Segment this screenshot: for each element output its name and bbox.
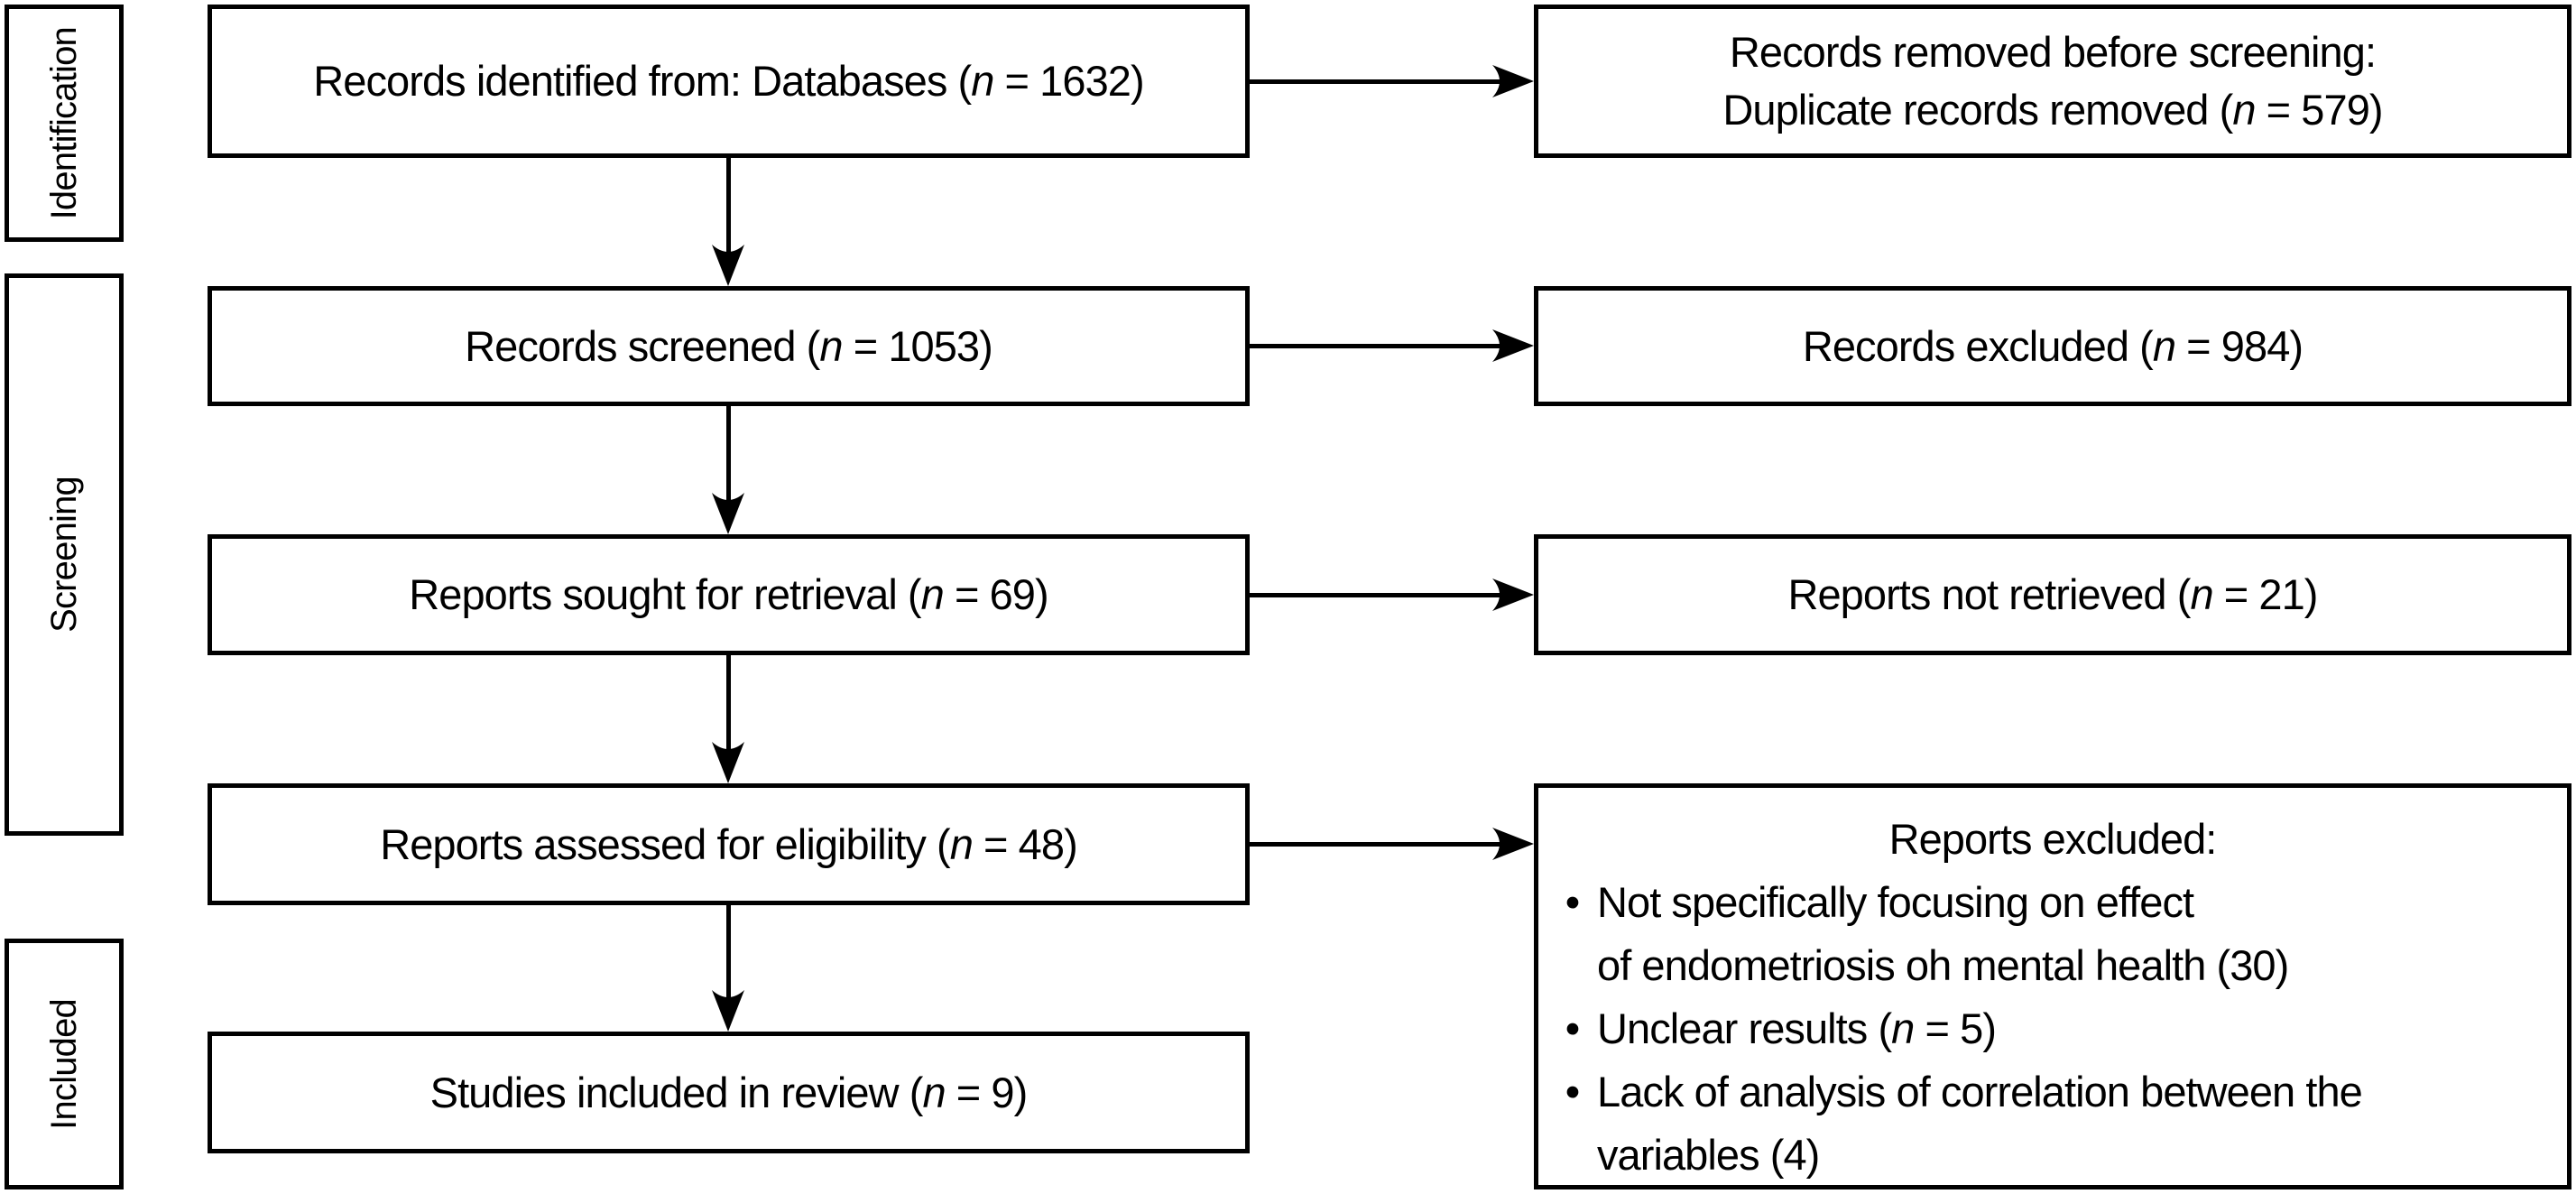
reports-excluded-title: Reports excluded: bbox=[1547, 808, 2558, 871]
arrow-right-icon bbox=[1492, 828, 1534, 860]
text-line: Lack of analysis of correlation between … bbox=[1597, 1068, 2363, 1115]
bullet-text: Not specifically focusing on effect of en… bbox=[1597, 871, 2558, 997]
arrow-shaft bbox=[1250, 343, 1527, 348]
box-records-identified: Records identified from: Databases (n = … bbox=[208, 5, 1250, 158]
bullet-item: • Not specifically focusing on effect of e… bbox=[1547, 871, 2558, 997]
text-line: Reports sought for retrieval (n = 69) bbox=[409, 570, 1048, 618]
text-line: Reports not retrieved (n = 21) bbox=[1787, 570, 2318, 618]
text-line: variables (4) bbox=[1597, 1131, 1820, 1179]
text-line: Records excluded (n = 984) bbox=[1802, 321, 2304, 370]
stage-identification-label: Identification bbox=[43, 26, 84, 220]
arrow-right-icon bbox=[1492, 329, 1534, 362]
stage-screening-label: Screening bbox=[43, 477, 84, 633]
box-reports-not-retrieved: Reports not retrieved (n = 21) bbox=[1534, 534, 2571, 655]
arrow-down-icon bbox=[712, 493, 744, 534]
stage-included: Included bbox=[5, 939, 124, 1189]
arrow-sought-to-assessed bbox=[712, 655, 744, 783]
bullet-icon: • bbox=[1565, 878, 1580, 926]
arrow-right-icon bbox=[1492, 578, 1534, 611]
text-line: Studies included in review (n = 9) bbox=[429, 1068, 1029, 1116]
bullet-text: Lack of analysis of correlation between … bbox=[1597, 1060, 2558, 1187]
box-records-screened: Records screened (n = 1053) bbox=[208, 286, 1250, 406]
arrow-right-icon bbox=[1492, 65, 1534, 97]
text-line: Unclear results (n = 5) bbox=[1597, 1004, 1997, 1052]
arrow-down-icon bbox=[712, 990, 744, 1032]
arrow-shaft bbox=[725, 406, 731, 527]
stage-included-label: Included bbox=[43, 998, 84, 1130]
box-reports-assessed: Reports assessed for eligibility (n = 48… bbox=[208, 783, 1250, 905]
box-records-removed: Records removed before screening: Duplica… bbox=[1534, 5, 2571, 158]
text-line: Records removed before screening: bbox=[1729, 28, 2377, 76]
arrow-screened-to-excluded bbox=[1250, 329, 1534, 362]
stage-screening: Screening bbox=[5, 273, 124, 836]
arrow-assessed-to-excluded bbox=[1250, 828, 1534, 860]
arrow-shaft bbox=[1250, 592, 1527, 597]
text-line: Not specifically focusing on effect bbox=[1597, 878, 2194, 926]
bullet-item: • Unclear results (n = 5) bbox=[1547, 997, 2558, 1060]
arrow-identified-to-removed bbox=[1250, 65, 1534, 97]
text-line: of endometriosis oh mental health (30) bbox=[1597, 941, 2289, 989]
bullet-icon: • bbox=[1565, 1068, 1580, 1115]
arrow-screened-to-sought bbox=[712, 406, 744, 534]
arrow-down-icon bbox=[712, 245, 744, 286]
arrow-down-icon bbox=[712, 742, 744, 783]
arrow-shaft bbox=[1250, 79, 1527, 84]
text-line: Duplicate records removed (n = 579) bbox=[1722, 86, 2383, 134]
box-records-excluded: Records excluded (n = 984) bbox=[1534, 286, 2571, 406]
arrow-shaft bbox=[725, 158, 731, 279]
stage-identification: Identification bbox=[5, 5, 124, 242]
text-line: Reports assessed for eligibility (n = 48… bbox=[380, 819, 1078, 868]
arrow-shaft bbox=[1250, 841, 1527, 847]
arrow-shaft bbox=[725, 655, 731, 776]
reports-excluded-reasons: • Not specifically focusing on effect of e… bbox=[1547, 871, 2558, 1187]
bullet-icon: • bbox=[1565, 1004, 1580, 1052]
arrow-assessed-to-included bbox=[712, 905, 744, 1032]
bullet-text: Unclear results (n = 5) bbox=[1597, 997, 2558, 1060]
text-line: Records screened (n = 1053) bbox=[465, 321, 993, 370]
bullet-item: • Lack of analysis of correlation between… bbox=[1547, 1060, 2558, 1187]
arrow-shaft bbox=[725, 905, 731, 1024]
box-reports-sought: Reports sought for retrieval (n = 69) bbox=[208, 534, 1250, 655]
box-reports-excluded: Reports excluded: • Not specifically focu… bbox=[1534, 783, 2571, 1189]
arrow-sought-to-not-retrieved bbox=[1250, 578, 1534, 611]
text-line: Reports excluded: bbox=[1888, 815, 2218, 863]
text-line: Records identified from: Databases (n = … bbox=[313, 57, 1144, 105]
box-studies-included: Studies included in review (n = 9) bbox=[208, 1032, 1250, 1153]
arrow-identified-to-screened bbox=[712, 158, 744, 286]
